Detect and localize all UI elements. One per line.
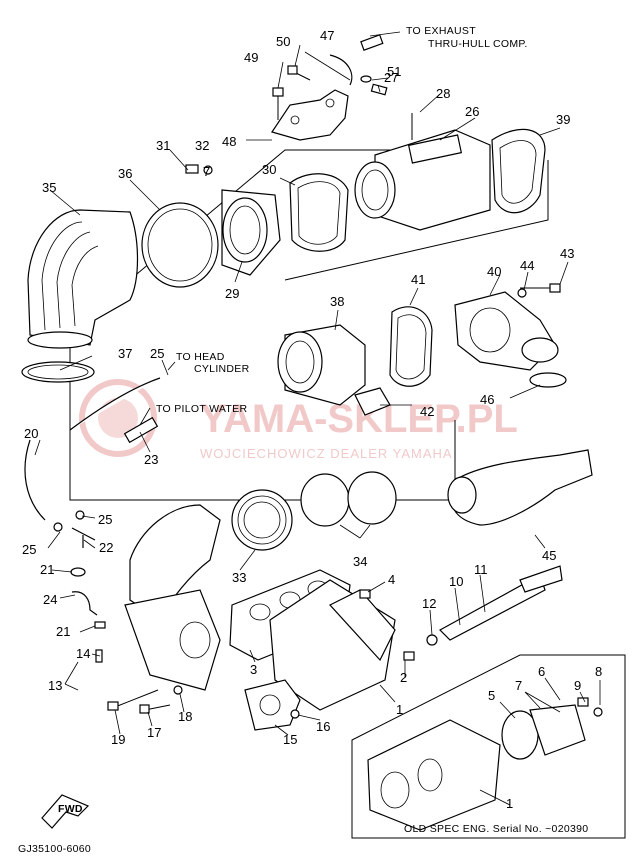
part-elbow-35	[27, 164, 281, 349]
note-thru-hull: THRU-HULL COMP.	[428, 38, 528, 50]
part-bracket-48	[271, 65, 349, 141]
callout-18: 18	[178, 709, 192, 724]
callout-38: 38	[330, 294, 344, 309]
callout-15: 15	[283, 732, 297, 747]
callout-21: 21	[40, 562, 54, 577]
callout-32: 32	[195, 138, 209, 153]
callout-10: 10	[449, 574, 463, 589]
callout-23: 23	[144, 452, 158, 467]
callout-44: 44	[520, 258, 534, 273]
callout-31: 31	[156, 138, 170, 153]
callout-27: 27	[384, 70, 398, 85]
note-pilot-water: TO PILOT WATER	[156, 403, 247, 415]
callout-11: 11	[474, 562, 488, 577]
callout-5: 5	[488, 688, 495, 703]
callout-17: 17	[147, 725, 161, 740]
callout-49: 49	[244, 50, 258, 65]
callout-50: 50	[276, 34, 290, 49]
callout-34: 34	[353, 554, 367, 569]
callout-4: 4	[388, 572, 395, 587]
note-old-spec: OLD SPEC ENG. Serial No. ~020390	[404, 823, 588, 835]
callout-33: 33	[232, 570, 246, 585]
leader-lines	[34, 31, 601, 806]
callout-8: 8	[595, 664, 602, 679]
callout-25b: 25	[98, 512, 112, 527]
callout-46: 46	[480, 392, 494, 407]
callout-1: 1	[506, 796, 513, 811]
callout-28: 28	[436, 86, 450, 101]
diagram-notes: TO EXHAUST THRU-HULL COMP. TO HEAD CYLIN…	[18, 25, 588, 855]
callout-39: 39	[556, 112, 570, 127]
callout-9: 9	[574, 678, 581, 693]
callout-30: 30	[262, 162, 276, 177]
callout-35: 35	[42, 180, 56, 195]
callout-43: 43	[560, 246, 574, 261]
callout-45: 45	[542, 548, 556, 563]
callout-36: 36	[118, 166, 132, 181]
callout-41: 41	[411, 272, 425, 287]
callout-29: 29	[225, 286, 239, 301]
callout-26: 26	[465, 104, 479, 119]
part-hose-45	[447, 449, 593, 526]
callout-2: 2	[400, 670, 407, 685]
fwd-arrow-icon: FWD	[41, 794, 90, 829]
callout-42: 42	[420, 404, 434, 419]
fwd-label: FWD	[58, 803, 83, 815]
callout-21b: 21	[56, 624, 70, 639]
callout-labels: 1 1 2 3 4 5 6 7 7 8 9 10 11 12 13 14 15 …	[22, 28, 602, 811]
callout-47: 47	[320, 28, 334, 43]
section-lines	[69, 149, 626, 839]
part-code: GJ35100-6060	[18, 843, 91, 855]
callout-25: 25	[150, 346, 164, 361]
note-cylinder: CYLINDER	[194, 363, 250, 375]
callout-6: 6	[538, 664, 545, 679]
callout-7: 7	[515, 678, 522, 693]
part-muffler-26	[289, 113, 546, 252]
callout-16: 16	[316, 719, 330, 734]
note-to-head: TO HEAD	[176, 351, 225, 363]
callout-19: 19	[111, 732, 125, 747]
callout-40: 40	[487, 264, 501, 279]
old-spec-inset-drawing	[367, 697, 603, 831]
part-middle-group	[277, 283, 567, 416]
watermark-brand: YAMA-SKLEP.PL	[200, 397, 518, 441]
callout-3: 3	[250, 662, 257, 677]
callout-25c: 25	[22, 542, 36, 557]
note-to-exhaust: TO EXHAUST	[406, 25, 476, 37]
callout-37: 37	[118, 346, 132, 361]
callout-22: 22	[99, 540, 113, 555]
callout-51: 51	[387, 64, 401, 79]
callout-12: 12	[422, 596, 436, 611]
watermark-dealer: WOJCIECHOWICZ DEALER YAMAHA	[200, 446, 453, 461]
callout-13: 13	[48, 678, 62, 693]
callout-1b: 1	[396, 702, 403, 717]
callout-20: 20	[24, 426, 38, 441]
callout-14: 14	[76, 646, 90, 661]
part-lower-group	[229, 471, 563, 711]
callout-48: 48	[222, 134, 236, 149]
watermark: YAMA-SKLEP.PL WOJCIECHOWICZ DEALER YAMAH…	[79, 379, 518, 461]
callout-24: 24	[43, 592, 57, 607]
callout-7b: 7	[203, 164, 210, 179]
part-lower-elbow	[107, 504, 301, 731]
